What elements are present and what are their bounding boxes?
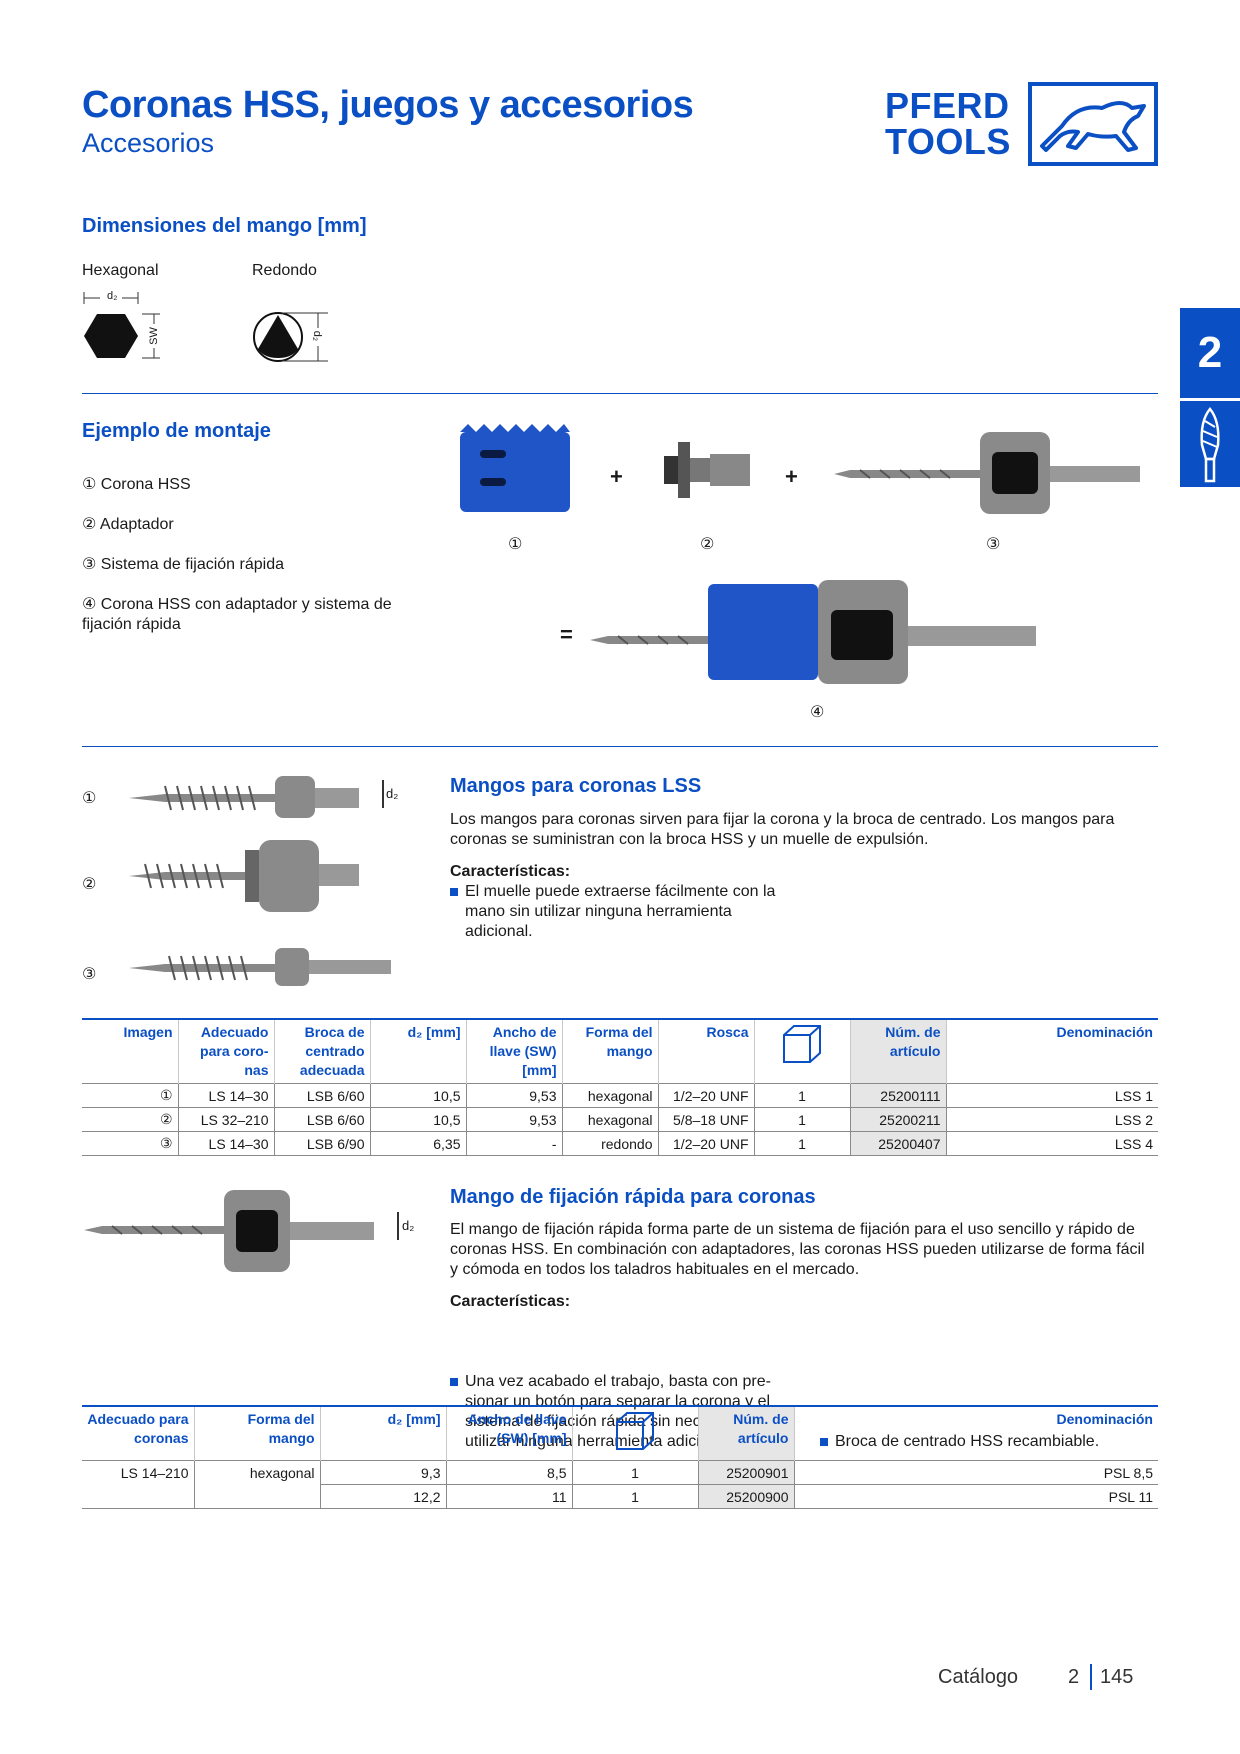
footer-separator — [1090, 1664, 1092, 1690]
label-n1: ① — [508, 536, 523, 553]
lss-shanks-image — [125, 770, 415, 990]
hex-shank-diagram — [82, 284, 182, 369]
brand-logo-text: PFERD TOOLS — [885, 88, 1011, 160]
col-broca: Broca de centrado adecuada — [273, 1019, 370, 1084]
mount-item-1: ① Corona HSS — [82, 476, 191, 493]
lss-d2-label: d₂ — [386, 786, 399, 801]
round-d2-label: d₂ — [311, 330, 324, 342]
shank-dims-heading: Dimensiones del mango [mm] — [82, 215, 367, 237]
horse-logo-icon — [1028, 82, 1158, 166]
chapter-tab[interactable]: 2 — [1180, 308, 1240, 398]
label-n3: ③ — [986, 536, 1001, 553]
d2-bracket — [382, 780, 384, 808]
lss-img-label-1: ① — [82, 790, 97, 807]
col-d2: d₂ [mm] — [369, 1019, 466, 1084]
hex-label: Hexagonal — [82, 262, 159, 279]
col-num: Núm. de artículo — [849, 1019, 946, 1084]
psl-shank-image — [82, 1186, 382, 1276]
lss-table: Imagen Adecuado para coro-nas Broca de c… — [82, 1018, 1158, 1156]
col-ancho: Ancho de llave (SW) [mm] — [465, 1019, 562, 1084]
mount-item-3: ③ Sistema de fijación rápida — [82, 556, 284, 573]
lss-heading: Mangos para coronas LSS — [450, 775, 702, 797]
col-adecuado: Adecuado para coronas — [87, 1411, 189, 1446]
col-rosca: Rosca — [657, 1019, 754, 1084]
lss-table-header: Imagen Adecuado para coro-nas Broca de c… — [82, 1019, 1158, 1084]
footer-catalog: Catálogo — [938, 1666, 1019, 1688]
hex-d2-label: d₂ — [107, 290, 118, 302]
lss-features-title: Características: — [450, 863, 571, 880]
assembled-image — [588, 576, 1048, 686]
burr-tool-icon[interactable] — [1180, 401, 1240, 487]
col-imagen: Imagen — [123, 1024, 173, 1040]
sw-label: SW — [147, 327, 160, 345]
logo-line-1: PFERD — [885, 85, 1010, 126]
psl-table: Adecuado para coronas Forma del mango d₂… — [82, 1405, 1158, 1509]
lss-img-label-2: ② — [82, 876, 97, 893]
label-n2: ② — [700, 536, 715, 553]
adapter-image — [660, 430, 760, 510]
col-ancho: Ancho de llave (SW) [mm] — [445, 1406, 572, 1461]
table-row: ② LS 32–210 LSB 6/60 10,5 9,53 hexagonal… — [82, 1107, 1158, 1132]
psl-description: El mango de fijación rápida forma parte … — [450, 1221, 1145, 1278]
col-adecuado: Adecuado para coro-nas — [177, 1019, 274, 1084]
col-denominacion: Denominación — [793, 1406, 1158, 1461]
table-row: LS 14–210 hexagonal 9,3 8,5 1 25200901 P… — [82, 1460, 1158, 1485]
round-label: Redondo — [252, 262, 317, 279]
lss-feature-1: El muelle puede extraerse fácilmente con… — [450, 882, 780, 942]
lss-description: Los mangos para coronas sirven para fija… — [450, 811, 1115, 848]
hole-saw-image — [450, 420, 580, 520]
page-title: Coronas HSS, juegos y accesorios — [82, 84, 694, 126]
footer-page-number: 145 — [1100, 1666, 1134, 1688]
psl-d2-label: d₂ — [402, 1218, 415, 1233]
col-denominacion: Denominación — [945, 1019, 1158, 1084]
col-d2: d₂ [mm] — [319, 1406, 446, 1461]
mount-heading: Ejemplo de montaje — [82, 420, 271, 442]
page-subtitle: Accesorios — [82, 128, 215, 158]
col-forma: Forma del mango — [193, 1406, 320, 1461]
plus-sign-1: + — [610, 464, 623, 489]
mount-item-2: ② Adaptador — [82, 516, 174, 533]
plus-sign-2: + — [785, 464, 798, 489]
col-forma: Forma del mango — [561, 1019, 658, 1084]
equals-sign: = — [560, 622, 573, 647]
col-package — [753, 1019, 850, 1084]
psl-table-header: Adecuado para coronas Forma del mango d₂… — [82, 1406, 1158, 1461]
table-row: 12,2 11 1 25200900 PSL 11 — [82, 1484, 1158, 1509]
divider-1 — [82, 393, 1158, 394]
psl-d2-bracket — [397, 1212, 399, 1240]
col-package — [571, 1406, 698, 1461]
package-box-icon — [783, 1025, 821, 1063]
mount-item-4: ④ Corona HSS con adaptador y sistema de … — [82, 596, 392, 633]
table-row: ③ LS 14–30 LSB 6/90 6,35 - redondo 1/2–2… — [82, 1131, 1158, 1156]
col-num: Núm. de artículo — [697, 1406, 794, 1461]
psl-heading: Mango de fijación rápida para coronas — [450, 1186, 816, 1208]
label-n4: ④ — [810, 704, 825, 721]
package-box-icon — [616, 1412, 654, 1450]
lss-img-label-3: ③ — [82, 966, 97, 983]
quick-release-image — [830, 428, 1160, 518]
round-shank-diagram — [252, 310, 332, 370]
psl-features-title: Características: — [450, 1293, 571, 1310]
divider-2 — [82, 746, 1158, 747]
table-row: ① LS 14–30 LSB 6/60 10,5 9,53 hexagonal … — [82, 1083, 1158, 1108]
footer-section: 2 — [1068, 1666, 1080, 1688]
logo-line-2: TOOLS — [885, 121, 1011, 162]
